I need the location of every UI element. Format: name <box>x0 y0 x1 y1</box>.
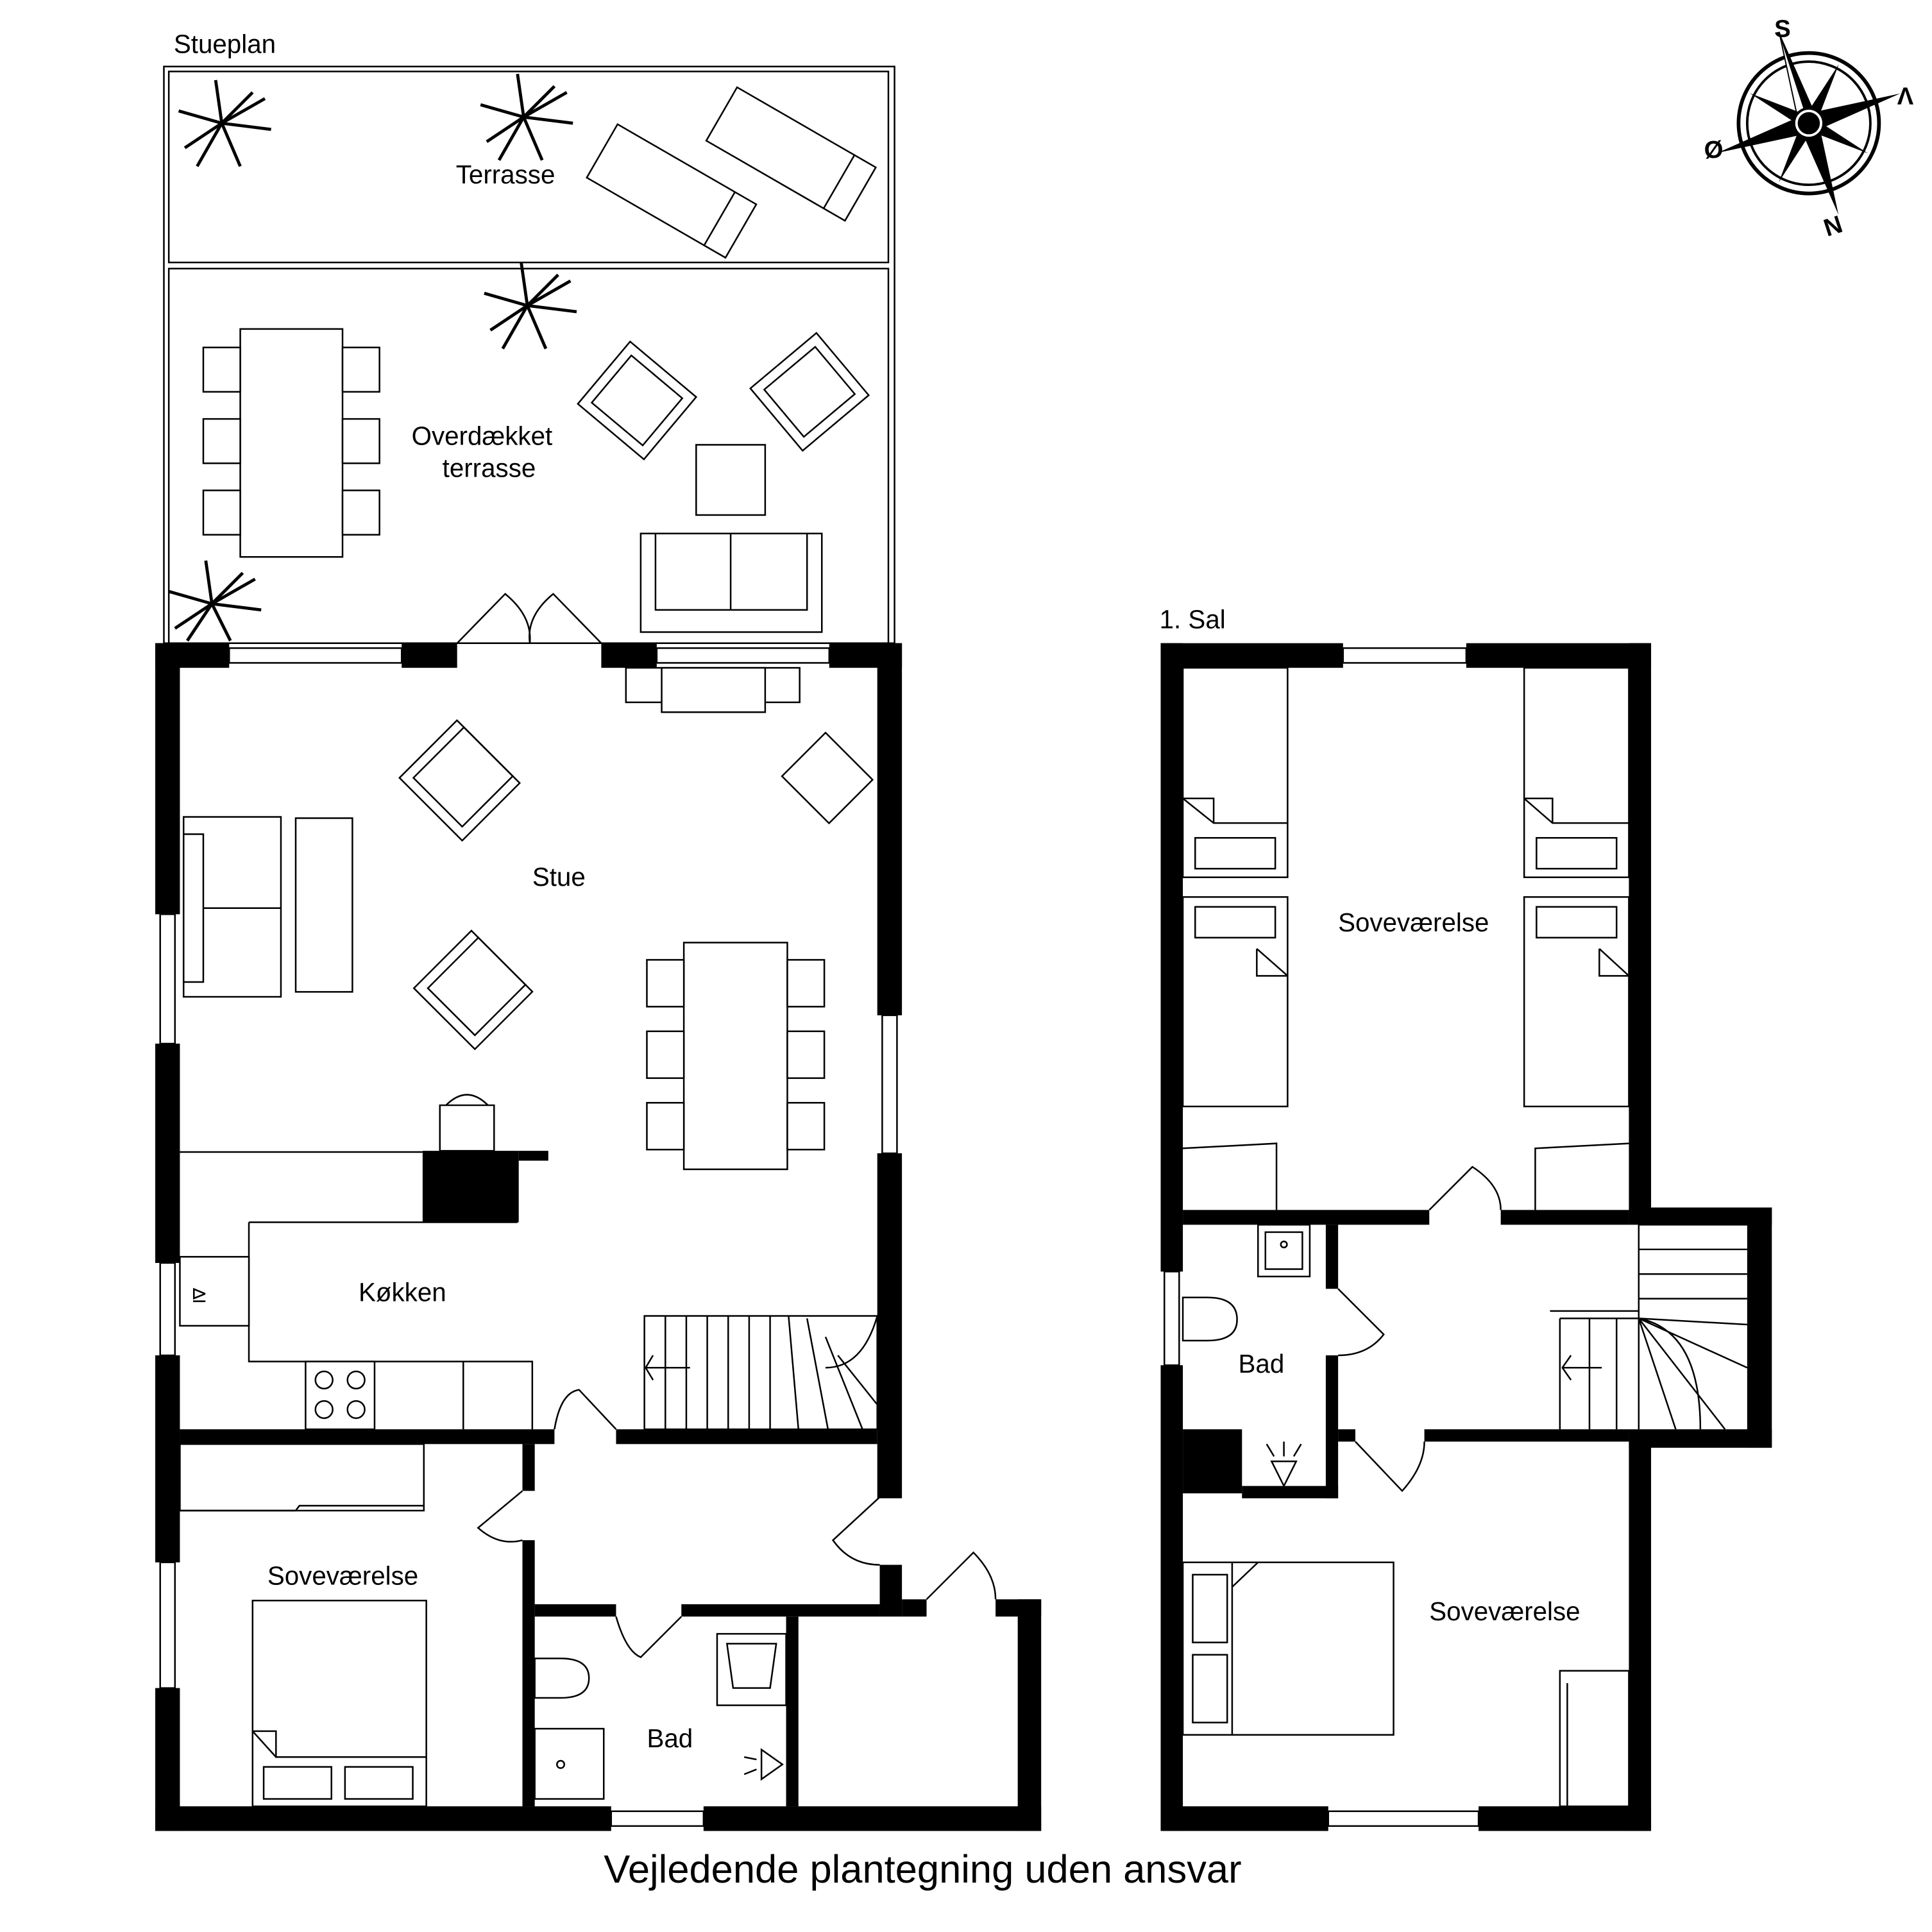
first-floor-title: 1. Sal <box>1160 605 1226 634</box>
staircase-first <box>1550 1224 1748 1430</box>
bathroom-fixtures <box>534 1632 787 1800</box>
room-label-bathroom-first: Bad <box>1239 1349 1285 1378</box>
kitchen-counter: ⊵ <box>179 1221 534 1430</box>
room-label-covered-terrace-1: Overdækket <box>412 421 553 450</box>
sofa <box>182 816 282 998</box>
terrace-dining-table <box>202 328 380 558</box>
sofa <box>640 532 823 633</box>
svg-text:⊵: ⊵ <box>191 1283 208 1306</box>
living-furniture <box>180 666 874 1171</box>
bed-first <box>1182 1561 1630 1808</box>
sun-lounger <box>586 123 758 259</box>
room-label-covered-terrace-2: terrasse <box>443 453 536 482</box>
ground-floor-walls <box>155 643 1042 1831</box>
room-label-bedroom-ground: Soveværelse <box>267 1561 418 1590</box>
compass-south: S <box>1774 15 1791 43</box>
compass-west: V <box>1897 81 1913 109</box>
plant-icon <box>168 73 577 642</box>
room-label-terrace: Terrasse <box>456 160 555 189</box>
armchair <box>749 332 870 452</box>
staircase <box>643 1315 878 1430</box>
footer-disclaimer: Vejledende plantegning uden ansvar <box>604 1847 1241 1892</box>
dining-table <box>646 942 826 1171</box>
first-floor-walls <box>1160 643 1772 1831</box>
ground-floor-title: Stueplan <box>174 30 276 59</box>
room-label-bedroom-top: Soveværelse <box>1338 908 1489 937</box>
compass-north: N <box>1820 210 1846 242</box>
room-label-kitchen: Køkken <box>359 1277 446 1307</box>
room-label-bathroom-ground: Bad <box>647 1724 693 1753</box>
room-label-living-room: Stue <box>532 862 586 892</box>
first-floor-doors <box>1337 1165 1502 1493</box>
bathroom-fixtures-first <box>1182 1224 1311 1488</box>
terrace-area <box>163 65 895 644</box>
coffee-table <box>294 817 353 993</box>
armchair <box>577 340 698 461</box>
compass-rose-icon <box>1717 31 1901 215</box>
door-swings <box>456 593 997 1659</box>
bedroom-furniture <box>179 1443 427 1808</box>
side-table <box>695 444 767 516</box>
room-label-bedroom-bottom: Soveværelse <box>1429 1597 1580 1626</box>
sun-lounger <box>705 86 877 222</box>
bunk-beds <box>1182 666 1630 1210</box>
compass-east: Ø <box>1704 136 1724 164</box>
